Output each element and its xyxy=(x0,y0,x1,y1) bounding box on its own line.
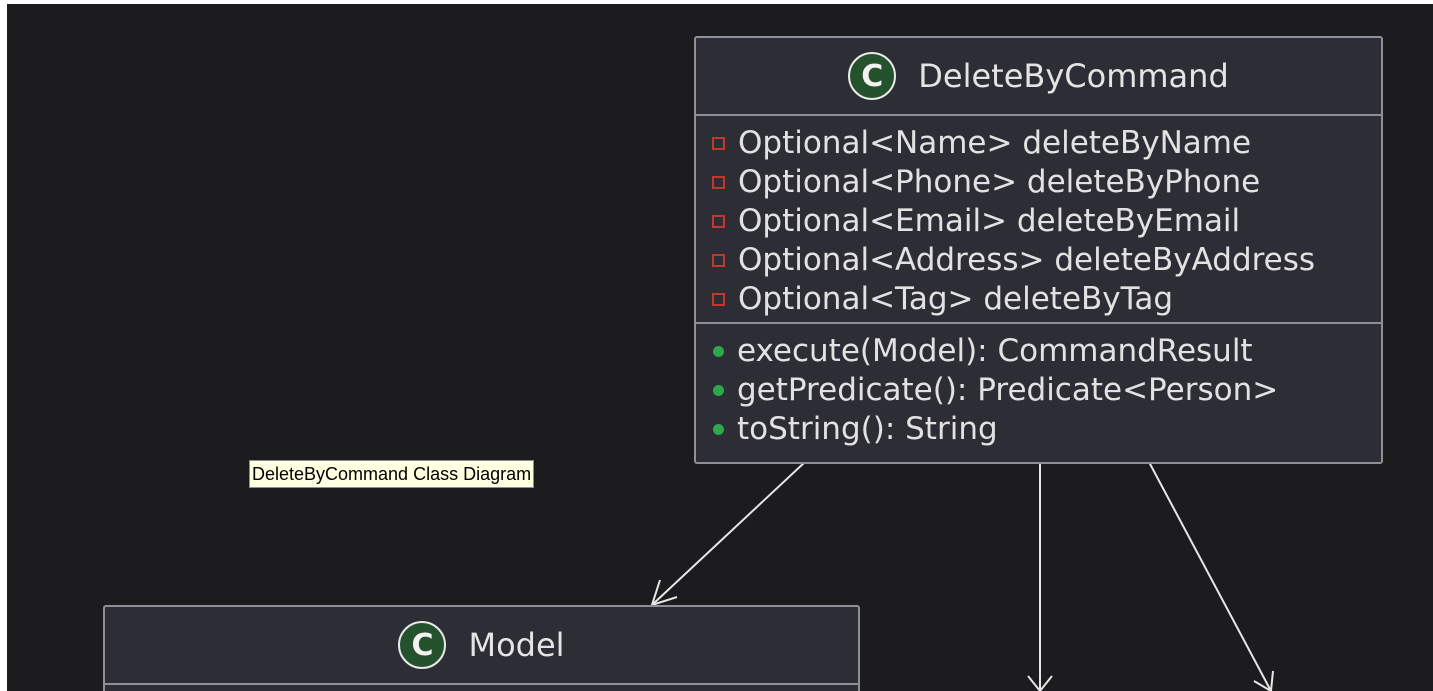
class-name: Model xyxy=(468,626,565,664)
field-text: Optional<Tag> deleteByTag xyxy=(738,281,1174,317)
field-row: Optional<Email> deleteByEmail xyxy=(696,202,1381,241)
edge-to-model xyxy=(650,461,806,607)
field-text: Optional<Name> deleteByName xyxy=(738,125,1252,161)
private-visibility-icon xyxy=(712,215,725,228)
fields-section xyxy=(105,683,858,691)
class-badge-icon: C xyxy=(848,52,897,100)
method-text: toString(): String xyxy=(737,411,998,447)
field-row: Optional<Phone> deleteByPhone xyxy=(696,163,1381,202)
field-text: Optional<Phone> deleteByPhone xyxy=(738,164,1261,200)
methods-section: execute(Model): CommandResult getPredica… xyxy=(696,322,1381,449)
field-row: Optional<Address> deleteByAddress xyxy=(696,241,1381,280)
field-text: Optional<Address> deleteByAddress xyxy=(738,242,1316,278)
method-row: getPredicate(): Predicate<Person> xyxy=(696,371,1381,410)
diagram-tooltip: DeleteByCommand Class Diagram xyxy=(249,460,535,488)
class-header: C DeleteByCommand xyxy=(696,38,1381,114)
field-text: Optional<Email> deleteByEmail xyxy=(738,203,1241,239)
public-visibility-icon xyxy=(713,385,724,396)
class-name: DeleteByCommand xyxy=(918,57,1229,95)
method-row: toString(): String xyxy=(696,410,1381,449)
class-model[interactable]: C Model xyxy=(103,605,860,691)
edge-downward-middle xyxy=(1027,462,1053,691)
field-row: Optional<Tag> deleteByTag xyxy=(696,280,1381,319)
edge-downward-right xyxy=(1148,461,1274,691)
fields-section: Optional<Name> deleteByName Optional<Pho… xyxy=(696,114,1381,322)
private-visibility-icon xyxy=(712,176,725,189)
public-visibility-icon xyxy=(713,346,724,357)
private-visibility-icon xyxy=(712,137,725,150)
public-visibility-icon xyxy=(713,424,724,435)
class-header: C Model xyxy=(105,607,858,683)
private-visibility-icon xyxy=(712,254,725,267)
field-row: Optional<Name> deleteByName xyxy=(696,124,1381,163)
method-row: execute(Model): CommandResult xyxy=(696,332,1381,371)
class-delete-by-command[interactable]: C DeleteByCommand Optional<Name> deleteB… xyxy=(694,36,1383,464)
diagram-canvas: C DeleteByCommand Optional<Name> deleteB… xyxy=(7,4,1433,691)
association-edges xyxy=(650,461,1274,691)
private-visibility-icon xyxy=(712,293,725,306)
method-text: getPredicate(): Predicate<Person> xyxy=(737,372,1279,408)
method-text: execute(Model): CommandResult xyxy=(737,333,1253,369)
class-badge-icon: C xyxy=(398,621,447,669)
